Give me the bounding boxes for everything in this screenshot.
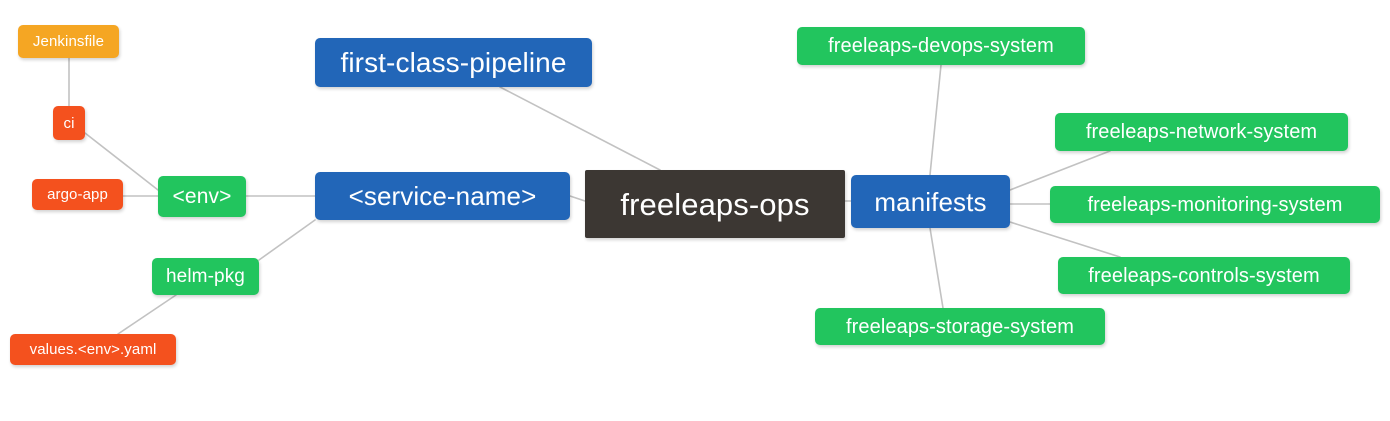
node-label: manifests <box>874 186 987 217</box>
node-freeleaps-storage-system[interactable]: freeleaps-storage-system <box>815 308 1105 345</box>
node-label: freeleaps-monitoring-system <box>1087 193 1343 216</box>
node-env[interactable]: <env> <box>158 176 246 217</box>
node-label: freeleaps-controls-system <box>1088 264 1320 287</box>
node-ci[interactable]: ci <box>53 106 85 140</box>
edge-helm-pkg-to-values-yaml <box>117 294 177 335</box>
node-label: values.<env>.yaml <box>29 341 157 358</box>
edge-service-name-to-helm-pkg <box>258 219 316 261</box>
node-freeleaps-monitoring-system[interactable]: freeleaps-monitoring-system <box>1050 186 1380 223</box>
node-label: freeleaps-storage-system <box>845 315 1075 338</box>
node-helm-pkg[interactable]: helm-pkg <box>152 258 259 295</box>
node-values-yaml[interactable]: values.<env>.yaml <box>10 334 176 365</box>
node-argo-app[interactable]: argo-app <box>32 179 123 210</box>
edge-manifests-to-freeleaps-network-system <box>1009 150 1111 191</box>
node-label: <service-name> <box>348 181 537 211</box>
node-label: ci <box>63 114 75 132</box>
node-jenkinsfile[interactable]: Jenkinsfile <box>18 25 119 58</box>
node-label: <env> <box>172 185 232 208</box>
edge-manifests-to-freeleaps-storage-system <box>929 227 944 309</box>
node-freeleaps-ops[interactable]: freeleaps-ops <box>585 170 845 238</box>
edge-first-class-pipeline-to-freeleaps-ops <box>499 86 661 171</box>
node-freeleaps-controls-system[interactable]: freeleaps-controls-system <box>1058 257 1350 294</box>
edge-manifests-to-freeleaps-controls-system <box>1009 221 1121 258</box>
node-label: first-class-pipeline <box>340 46 567 78</box>
edge-ci-to-env <box>84 132 159 191</box>
node-label: argo-app <box>47 186 108 203</box>
node-freeleaps-network-system[interactable]: freeleaps-network-system <box>1055 113 1348 151</box>
node-label: freeleaps-network-system <box>1085 121 1318 143</box>
node-freeleaps-devops-system[interactable]: freeleaps-devops-system <box>797 27 1085 65</box>
node-service-name[interactable]: <service-name> <box>315 172 570 220</box>
node-label: Jenkinsfile <box>32 33 105 50</box>
node-label: helm-pkg <box>166 266 245 287</box>
edge-service-name-to-freeleaps-ops <box>569 195 586 202</box>
node-label: freeleaps-devops-system <box>828 35 1054 57</box>
node-first-class-pipeline[interactable]: first-class-pipeline <box>315 38 592 87</box>
node-label: freeleaps-ops <box>620 186 810 222</box>
edge-manifests-to-freeleaps-devops-system <box>929 64 942 176</box>
node-manifests[interactable]: manifests <box>851 175 1010 228</box>
